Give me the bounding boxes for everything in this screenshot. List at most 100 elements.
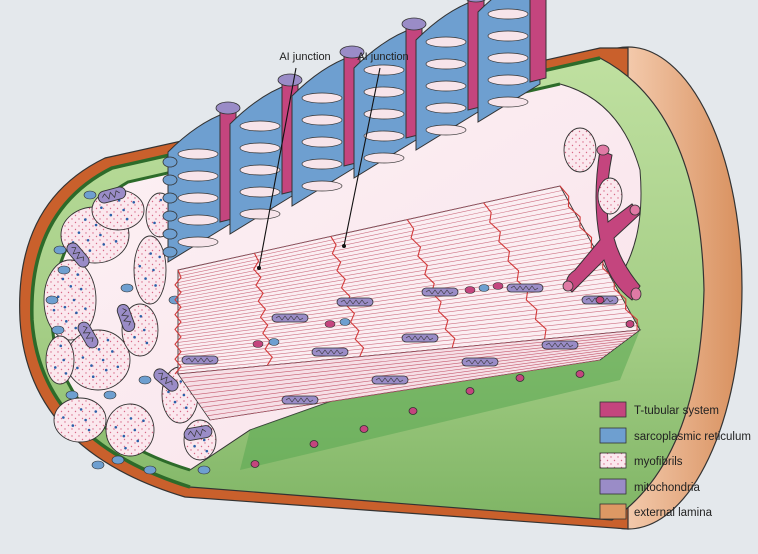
callout-ai-junction-1: AI junction: [257, 51, 331, 270]
sr-fenestration: [239, 186, 281, 198]
mitochondrion: [66, 242, 90, 268]
sr-segment: [477, 0, 547, 123]
mitochondrion-cristae: [121, 308, 132, 326]
membrane-pore: [575, 370, 585, 378]
sr-profile: [57, 265, 71, 275]
svg-text:mitochondria: mitochondria: [634, 482, 700, 494]
myofilament: [177, 325, 638, 372]
mitochondrion-body: [281, 395, 319, 405]
mitochondrion-body: [183, 425, 213, 441]
myofilament: [177, 255, 599, 321]
mitochondrion-cristae: [275, 315, 304, 321]
mitochondrion-body: [97, 186, 127, 204]
myofilament-dot: [142, 419, 145, 423]
membrane-pore: [250, 460, 260, 468]
myofilament: [177, 242, 592, 312]
sarcoplasmic-reticulum: [162, 0, 547, 263]
mitochondrion-body: [181, 355, 219, 365]
myofilament: [177, 194, 565, 277]
myofilament-dot: [144, 277, 147, 280]
myofibril-bundle: [105, 403, 155, 457]
legend-item-external-lamina: external lamina: [599, 503, 713, 520]
myofilament-dot: [101, 358, 105, 362]
mitochondrion: [339, 45, 365, 59]
myofilament: [177, 320, 636, 368]
tubule-profile: [492, 282, 504, 290]
bundle-outline: [133, 235, 167, 305]
myofilament-dot: [114, 240, 118, 243]
legend-item-mitochondria: mitochondria: [599, 478, 700, 495]
mitochondrion: [116, 304, 136, 332]
sr-fenestration: [301, 180, 343, 192]
myofilament-dot: [202, 438, 206, 442]
myofilament-dot: [152, 268, 155, 272]
mitochondrion: [271, 313, 309, 323]
mitochondrion: [466, 0, 486, 3]
myofibril-bundle: [133, 235, 167, 305]
membrane-pore: [408, 407, 418, 415]
myofilament: [177, 238, 590, 309]
tubule-profile: [464, 286, 476, 294]
myofilament-dot: [133, 335, 136, 339]
myofilament-dot: [154, 284, 157, 287]
sr-tubule-end: [162, 246, 178, 258]
myofilament-dot: [102, 243, 106, 246]
sr-fenestration: [363, 64, 405, 76]
myofilament-dot: [71, 424, 75, 427]
myofilament: [207, 356, 604, 417]
mitochondrion-cristae: [315, 349, 344, 355]
sr-segment: [229, 73, 303, 235]
sr-tubule-end: [162, 210, 178, 222]
myofilament: [177, 272, 609, 334]
myofilament-dot: [158, 255, 161, 259]
mitochondrion-body: [336, 297, 374, 307]
mitochondrion: [401, 333, 439, 343]
sr-fenestration: [177, 148, 219, 160]
myofilament-dot: [149, 252, 152, 255]
myofilament-dot: [100, 206, 103, 210]
mitochondrion-body: [461, 357, 499, 367]
sr-segment: [167, 101, 241, 263]
sr-fenestration: [177, 236, 219, 248]
myofilament-dot: [142, 328, 146, 332]
myofilament-dot: [62, 416, 65, 419]
myofilament: [177, 203, 570, 283]
mitochondrion-body: [153, 368, 179, 392]
legend-swatch: [599, 503, 627, 520]
mitochondrion-body: [271, 313, 309, 323]
myofilament-dot: [59, 344, 63, 348]
tubule-profile: [339, 318, 351, 326]
cross-section: [43, 186, 217, 475]
mitochondrion-body: [116, 304, 136, 332]
mitochondrion: [311, 347, 349, 357]
myofilament-dot: [69, 285, 73, 288]
myofilament-dot: [136, 439, 140, 443]
sr-fenestration: [177, 192, 219, 204]
myofilament: [192, 343, 622, 396]
myofilament-dot: [90, 364, 93, 367]
mitochondrion-cristae: [425, 289, 454, 295]
myofilament-dot: [109, 213, 113, 217]
mitochondrion-body: [541, 340, 579, 350]
myofilament-dot: [138, 264, 142, 268]
myofilament-dot: [184, 406, 188, 410]
mitochondrion-body: [401, 333, 439, 343]
myofilament-dot: [106, 338, 110, 342]
myofilament-dot: [52, 308, 56, 312]
sr-profile: [45, 295, 59, 305]
svg-text:sarcoplasmic reticulum: sarcoplasmic reticulum: [634, 431, 751, 443]
myofilament-dot: [139, 314, 143, 318]
membrane-pore: [595, 296, 605, 304]
legend-item-t-tubular: T-tubular system: [599, 401, 719, 418]
callout-ai-junction-2: AI junction: [342, 51, 409, 248]
myofilament-dot: [97, 348, 101, 351]
myofilament-dot: [99, 233, 102, 237]
mitochondrion-body: [371, 375, 409, 385]
mitochondrion-cristae: [340, 299, 369, 305]
sr-tubule-end: [162, 192, 178, 204]
myofilament-dot: [79, 287, 83, 291]
myofilament-dot: [76, 273, 80, 276]
sr-profile: [120, 283, 134, 293]
sr-profile: [51, 325, 65, 335]
myofilament-dot: [205, 449, 209, 453]
